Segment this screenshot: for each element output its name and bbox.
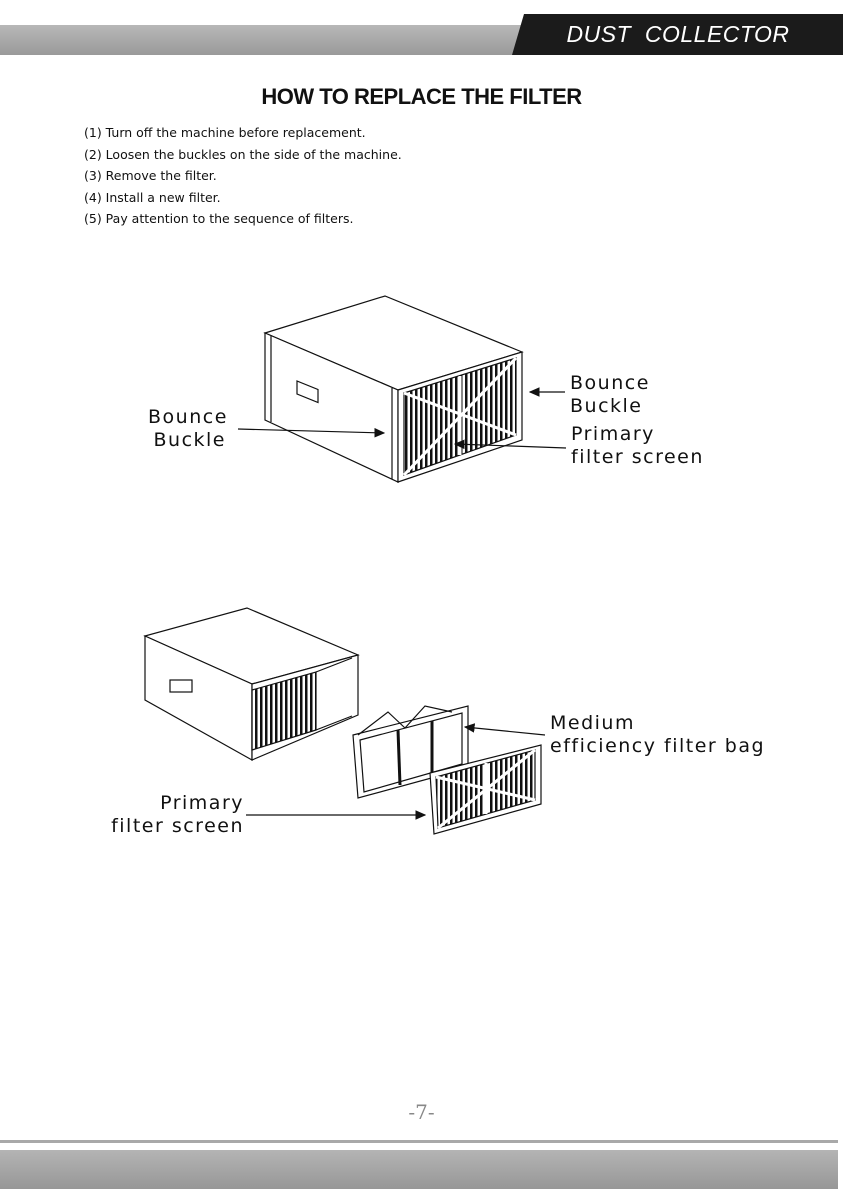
figure-assembled-unit [237,295,567,483]
step-3: (3) Remove the filter. [84,168,217,183]
page-number: -7- [408,1100,435,1124]
figure2-leader-lines [246,723,546,820]
figure2-label-medium-filter: Medium efficiency filter bag [550,712,766,757]
figure1-leader-lines [237,387,567,450]
footer-line [0,1140,838,1143]
figure1-label-bounce-buckle-right: Bounce Buckle [570,372,650,417]
step-2: (2) Loosen the buckles on the side of th… [84,146,402,162]
figure1-label-bounce-buckle-left: Bounce Buckle [148,406,228,451]
figure1-label-primary-filter: Primary filter screen [571,423,704,468]
header-tab [512,14,843,55]
page-title: HOW TO REPLACE THE FILTER [261,84,582,109]
step-4: (4) Install a new filter. [84,189,221,205]
step-1: (1) Turn off the machine before replacem… [84,125,366,140]
figure-exploded-view [143,607,546,835]
primary-filter-frame [397,351,523,483]
instruction-steps: (1) Turn off the machine before replacem… [84,122,402,230]
open-cabinet [143,607,360,762]
figure2-label-primary-filter: Primary filter screen [111,792,244,837]
primary-filter-screen [429,744,542,835]
header-title: DUST COLLECTOR [566,21,790,47]
footer-bar [0,1150,838,1189]
cabinet-body [263,295,524,483]
step-5: (5) Pay attention to the sequence of fil… [84,211,354,226]
